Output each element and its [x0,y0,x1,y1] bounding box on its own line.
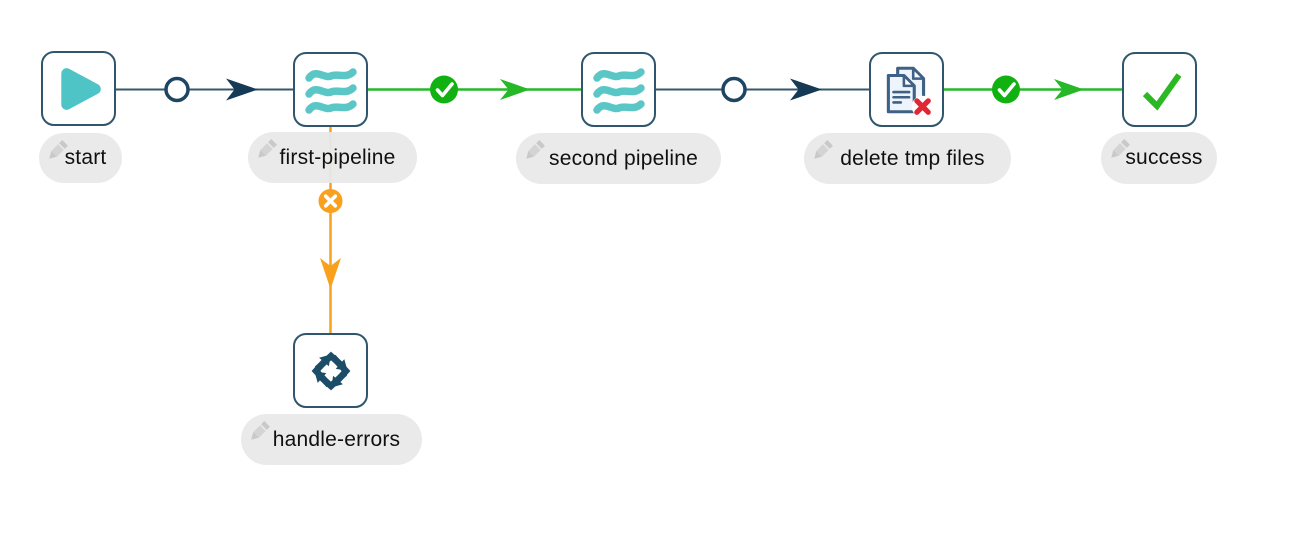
action-node-first-pipeline[interactable] [293,52,368,127]
loop-arrows-icon [303,343,359,399]
edit-pencil-icon [49,140,68,159]
arrowhead-icon [1054,79,1084,100]
hop-unconditional-circle-icon[interactable] [164,76,190,103]
node-label-text: start [64,146,107,169]
node-label-text: success [1125,146,1203,169]
node-label-success[interactable]: success [1101,132,1217,184]
x-glyph [323,194,338,208]
hop-start-to-first-pipeline[interactable] [116,76,293,103]
action-node-delete-tmp-files[interactable] [869,52,944,127]
hop-second-pipeline-to-delete-tmp-files[interactable] [656,76,869,103]
hop-success-check-circle-icon[interactable] [992,75,1020,104]
check-glyph [435,82,454,98]
check-glyph [997,82,1016,98]
node-label-text: handle-errors [272,427,401,451]
hop-delete-tmp-files-to-success[interactable] [944,75,1122,104]
edit-pencil-icon [814,140,833,159]
edit-pencil-icon [251,421,270,440]
delete-files-icon [886,66,933,117]
arrowhead-icon [500,79,530,100]
node-label-first-pipeline[interactable]: first-pipeline [248,132,417,183]
action-node-second-pipeline[interactable] [581,52,656,127]
edit-pencil-icon [526,140,545,159]
arrowhead-icon [790,78,822,101]
pipeline-waves-icon [304,67,357,114]
node-label-delete-tmp-files[interactable]: delete tmp files [804,133,1011,184]
delete-x-glyph [913,97,931,115]
node-label-text: second pipeline [549,146,698,170]
node-label-handle-errors[interactable]: handle-errors [241,414,422,465]
action-node-success[interactable] [1122,52,1197,127]
hop-unconditional-circle-icon[interactable] [721,76,747,103]
node-label-second-pipeline[interactable]: second pipeline [516,133,721,184]
check-icon [1142,72,1181,111]
edit-pencil-icon [1111,139,1130,158]
action-node-start[interactable] [41,51,116,126]
node-label-text: first-pipeline [279,145,396,169]
node-label-text: delete tmp files [840,146,985,170]
hop-success-check-circle-icon[interactable] [430,75,458,104]
node-label-start[interactable]: start [39,133,122,183]
pipeline-waves-icon [592,67,645,114]
edit-pencil-icon [258,139,277,158]
play-icon [60,67,101,110]
action-node-handle-errors[interactable] [293,333,368,408]
arrowhead-icon [226,78,258,101]
hop-first-pipeline-to-second-pipeline[interactable] [368,75,581,104]
arrowhead-icon [320,258,341,289]
